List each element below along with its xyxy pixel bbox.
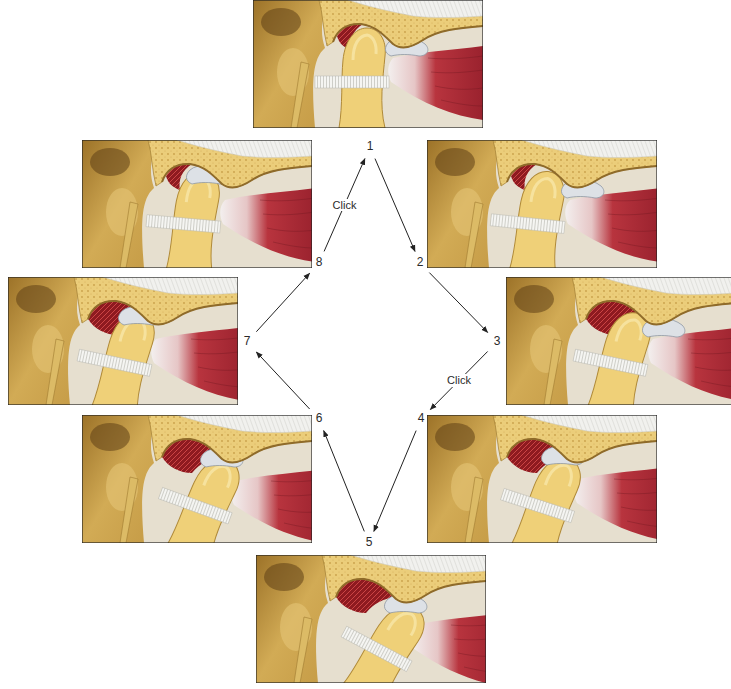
step-number-text: 3: [494, 335, 501, 348]
step-number: 2: [414, 254, 427, 271]
step-number: 4: [415, 410, 428, 427]
step-number: 5: [363, 534, 376, 551]
temporal-bone: [493, 140, 657, 187]
step-number: 3: [491, 333, 504, 350]
temporal-bone: [319, 0, 483, 47]
step-number: 6: [313, 410, 326, 427]
cycle-arrow: [256, 273, 309, 331]
cycle-arrow: [324, 159, 365, 252]
step-number-text: 6: [316, 412, 323, 425]
step-number-text: 7: [244, 335, 251, 348]
step-number: 1: [364, 138, 377, 155]
step-number-text: 4: [418, 412, 425, 425]
tmj-panel: [82, 140, 315, 273]
tmj-panel: [8, 277, 246, 415]
temporal-bone: [148, 140, 312, 187]
cycle-arrow: [374, 431, 416, 532]
edge-label: Click: [331, 199, 359, 212]
lateral-pterygoid: [648, 327, 731, 401]
step-number-text: 8: [316, 256, 323, 269]
temporal-bone: [572, 277, 731, 324]
edge-label: Click: [445, 374, 473, 387]
tmj-panel: [256, 555, 506, 689]
temporal-bone: [74, 277, 238, 324]
lateral-pterygoid: [220, 188, 312, 262]
lateral-pterygoid: [574, 467, 657, 541]
lateral-pterygoid: [388, 46, 483, 120]
cycle-arrow: [430, 351, 487, 409]
temporal-bone: [493, 415, 657, 462]
tmj-panel: [506, 277, 731, 415]
cycle-arrow: [429, 273, 487, 333]
tmj-panel: [427, 415, 669, 561]
cycle-arrow: [256, 352, 309, 409]
tmj-panel: [82, 415, 326, 562]
temporal-bone: [148, 415, 312, 462]
step-number-text: 5: [366, 536, 373, 549]
cycle-arrow: [324, 431, 365, 532]
lateral-pterygoid: [151, 327, 238, 401]
tmj-panel: [253, 0, 483, 128]
lateral-pterygoid: [565, 188, 657, 262]
condyle: [486, 166, 570, 268]
lateral-pterygoid: [231, 469, 312, 543]
step-number-text: 2: [417, 256, 424, 269]
cycle-arrow: [375, 159, 415, 252]
tmj-panel: [427, 140, 660, 273]
step-number: 8: [313, 254, 326, 271]
step-number-text: 1: [367, 140, 374, 153]
step-number: 7: [241, 333, 254, 350]
temporal-bone: [322, 555, 486, 602]
skull-base: [253, 0, 483, 128]
